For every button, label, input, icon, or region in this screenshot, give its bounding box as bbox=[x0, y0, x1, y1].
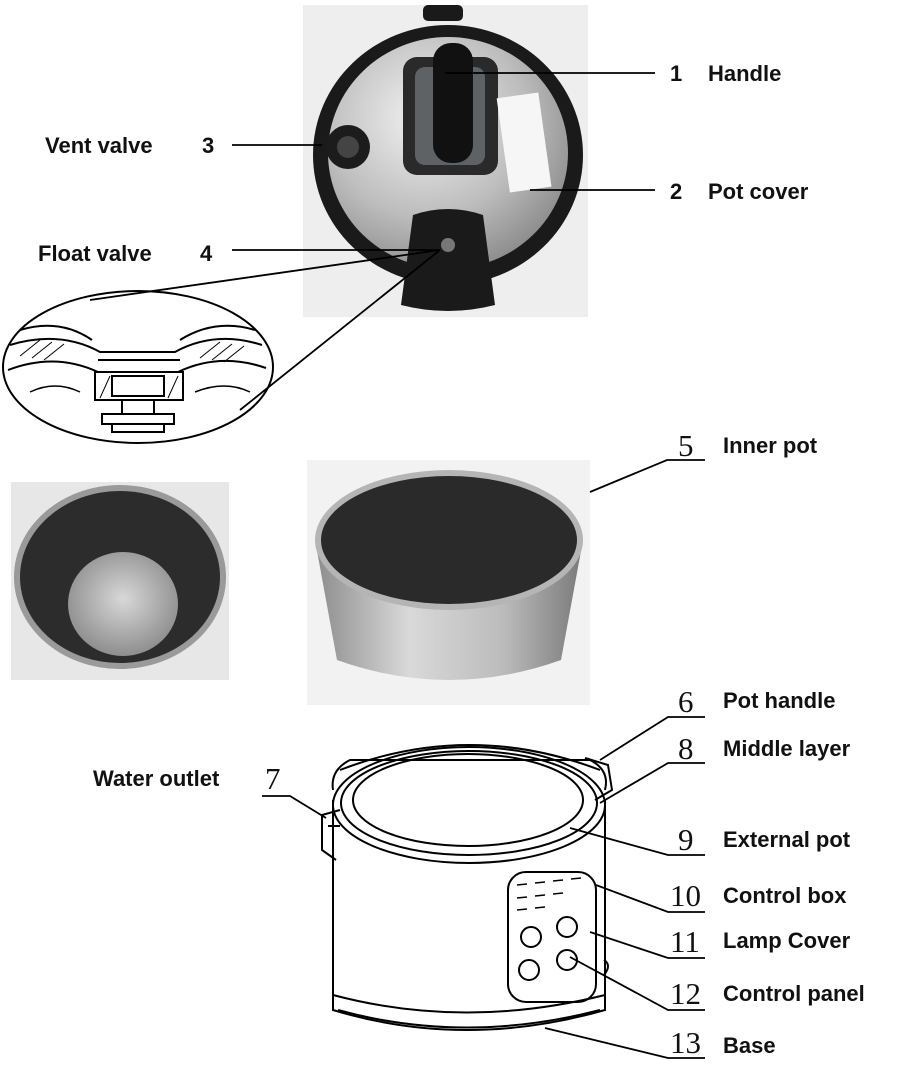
part-number-7: 7 bbox=[265, 761, 281, 796]
part-label-control-box: Control box bbox=[723, 883, 847, 908]
part-number-8: 8 bbox=[678, 731, 694, 766]
part-label-base: Base bbox=[723, 1033, 776, 1058]
inner-pot-side-photo bbox=[307, 460, 590, 705]
part-label-water-outlet: Water outlet bbox=[93, 766, 220, 791]
part-number-9: 9 bbox=[678, 822, 694, 857]
part-label-pot-handle: Pot handle bbox=[723, 688, 836, 713]
part-number-13: 13 bbox=[670, 1025, 701, 1060]
part-label-control-panel: Control panel bbox=[723, 981, 865, 1006]
part-label-middle-layer: Middle layer bbox=[723, 736, 851, 761]
part-number-10: 10 bbox=[670, 878, 701, 913]
part-label-vent-valve: Vent valve bbox=[45, 133, 153, 158]
part-number-12: 12 bbox=[670, 976, 701, 1011]
part-label-handle: Handle bbox=[708, 61, 782, 86]
part-number-1: 1 bbox=[670, 61, 683, 86]
part-number-3: 3 bbox=[202, 133, 215, 158]
part-label-pot-cover: Pot cover bbox=[708, 179, 809, 204]
part-label-external-pot: External pot bbox=[723, 827, 851, 852]
part-number-11: 11 bbox=[670, 924, 700, 959]
pot-cover-photo bbox=[303, 5, 588, 317]
part-label-lamp-cover: Lamp Cover bbox=[723, 928, 851, 953]
part-label-float-valve: Float valve bbox=[38, 241, 152, 266]
part-number-6: 6 bbox=[678, 684, 694, 719]
part-number-4: 4 bbox=[200, 241, 213, 266]
part-label-inner-pot: Inner pot bbox=[723, 433, 818, 458]
inner-pot-top-photo bbox=[11, 482, 229, 680]
part-number-5: 5 bbox=[678, 428, 694, 463]
part-number-2: 2 bbox=[670, 179, 683, 204]
